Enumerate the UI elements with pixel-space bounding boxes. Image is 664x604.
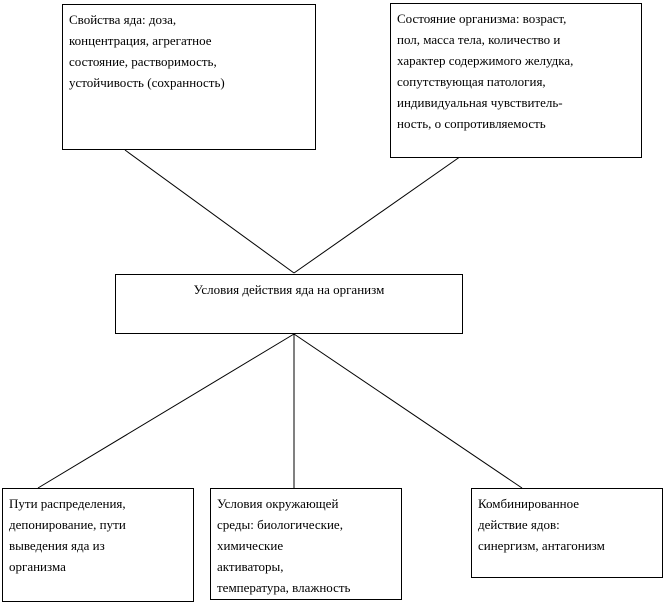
combined-action-box: Комбинированное действие ядов: синергизм… — [471, 488, 663, 578]
connector-center-to-paths — [37, 333, 295, 489]
connector-organism-to-center — [293, 153, 465, 274]
central-concept-box: Условия действия яда на организм — [115, 274, 463, 334]
distribution-paths-box: Пути распределения, депонирование, пути … — [2, 488, 194, 602]
connector-center-to-combined — [293, 333, 523, 489]
organism-state-box: Состояние организма: возраст, пол, масса… — [390, 3, 642, 158]
poison-properties-box: Свойства яда: доза, концентрация, агрега… — [62, 4, 316, 150]
connector-poison-to-center — [124, 149, 295, 274]
environment-conditions-box: Условия окружающей среды: биологические,… — [210, 488, 402, 600]
